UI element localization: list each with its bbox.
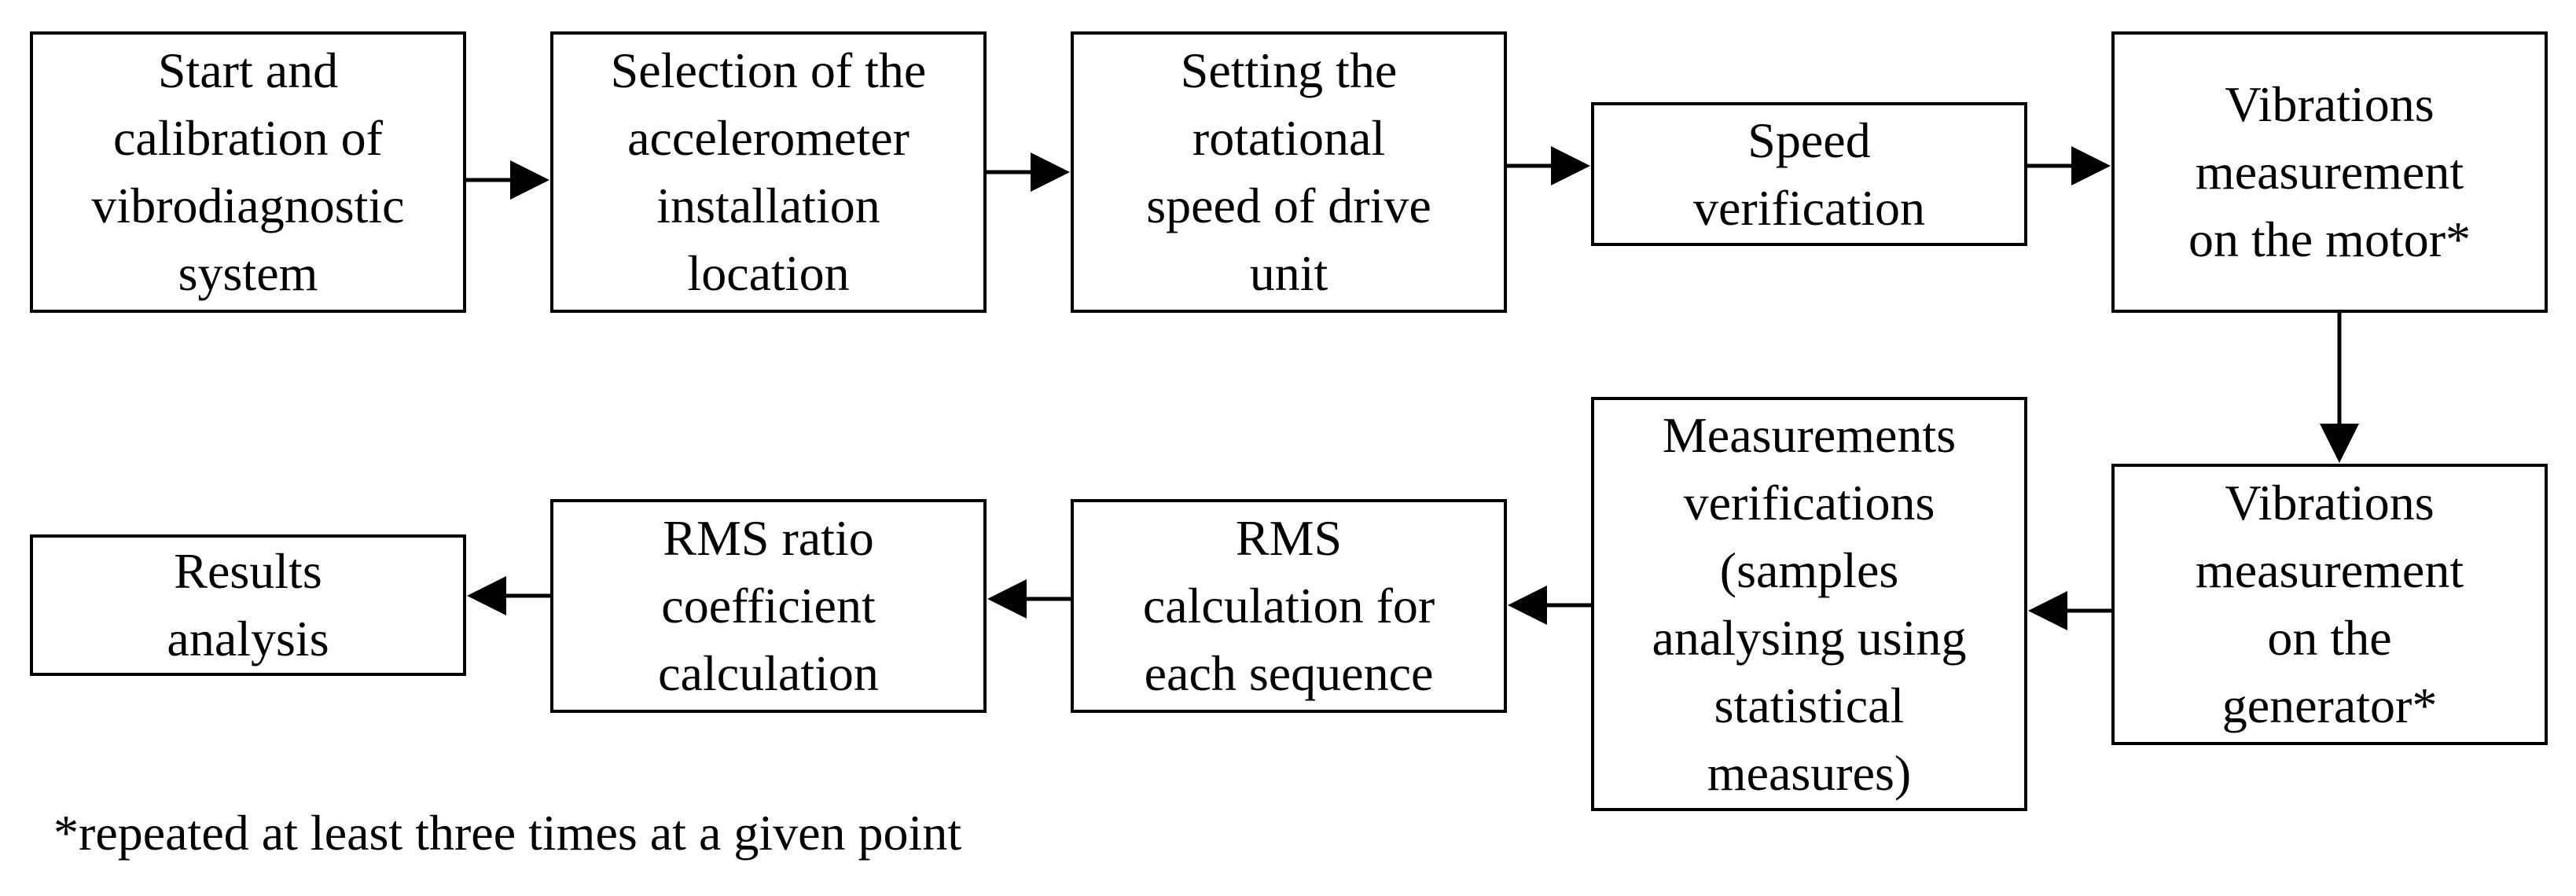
step-label: RMS ratio coefficient calculation — [658, 510, 879, 701]
footnote: *repeated at least three times at a give… — [53, 805, 962, 861]
step-rms-calculation: RMS calculation for each sequence — [1071, 499, 1507, 713]
step-label: Vibrations measurement on the motor* — [2188, 76, 2471, 267]
step-generator-vibrations: Vibrations measurement on the generator* — [2111, 464, 2548, 745]
step-speed-verification: Speed verification — [1591, 102, 2027, 246]
step-label: Measurements verifications (samples anal… — [1652, 406, 1967, 801]
step-label: Start and calibration of vibrodiagnostic… — [91, 42, 405, 301]
step-results-analysis: Results analysis — [30, 534, 466, 676]
step-accelerometer-location: Selection of the accelerometer installat… — [550, 31, 987, 313]
step-label: Setting the rotational speed of drive un… — [1146, 42, 1431, 301]
step-rms-ratio: RMS ratio coefficient calculation — [550, 499, 987, 713]
step-label: Selection of the accelerometer installat… — [610, 42, 927, 301]
step-start-calibration: Start and calibration of vibrodiagnostic… — [30, 31, 466, 313]
step-measurements-verification: Measurements verifications (samples anal… — [1591, 397, 2027, 811]
step-label: Vibrations measurement on the generator* — [2195, 475, 2464, 733]
step-label: Results analysis — [167, 543, 329, 666]
step-label: RMS calculation for each sequence — [1142, 510, 1435, 701]
step-motor-vibrations: Vibrations measurement on the motor* — [2111, 31, 2548, 313]
step-label: Speed verification — [1693, 112, 1925, 236]
step-set-rotational-speed: Setting the rotational speed of drive un… — [1071, 31, 1507, 313]
